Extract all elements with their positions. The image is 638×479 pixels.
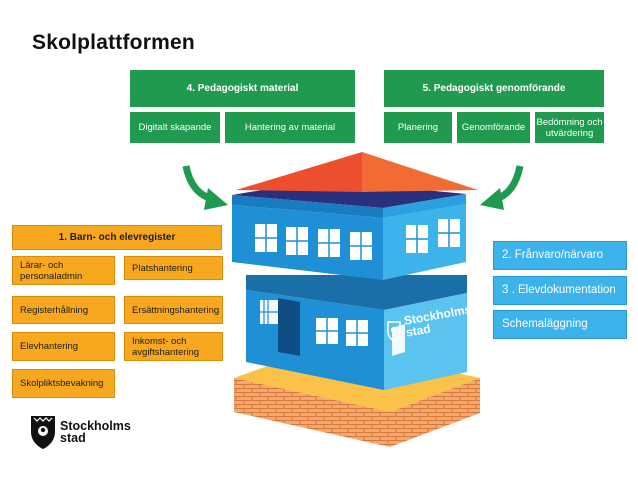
group1-item-skolplikt: Skolpliktsbevakning (12, 369, 115, 398)
group4-item-hantering: Hantering av material (224, 111, 356, 144)
page-title: Skolplattformen (32, 31, 195, 54)
group4-header: 4. Pedagogiskt material (129, 69, 356, 108)
group1-header: 1. Barn- och elevregister (12, 225, 222, 250)
ground-floor (246, 275, 467, 390)
footer-logo-line1: Stockholms (60, 419, 131, 433)
group5-item-bedomning: Bedömning och utvärdering (534, 111, 605, 144)
right-item-franvaro: 2. Frånvaro/närvaro (493, 241, 627, 270)
footer-logo-shield-icon (31, 416, 55, 449)
group1-item-registerhallning: Registerhållning (12, 296, 115, 324)
group5-item-planering: Planering (383, 111, 453, 144)
group4-item-digitalt: Digitalt skapande (129, 111, 221, 144)
group1-item-lararadmin: Lärar- och personaladmin (12, 256, 115, 285)
group5-header: 5. Pedagogiskt genomförande (383, 69, 605, 108)
right-item-elevdokumentation: 3 . Elevdokumentation (493, 276, 627, 305)
upper-floor (232, 180, 466, 280)
group5-item-genomforande: Genomförande (456, 111, 531, 144)
arrow-right-icon (480, 165, 524, 210)
group1-item-elevhantering: Elevhantering (12, 332, 115, 361)
footer-logo-line2: stad (60, 431, 86, 445)
group1-item-ersattning: Ersättningshantering (124, 296, 223, 324)
footer-logo-text: Stockholms stad (60, 419, 131, 445)
building-logo-shield-icon (387, 321, 401, 342)
group1-item-inkomst: Inkomst- och avgiftshantering (124, 332, 223, 361)
group1-item-platshantering: Platshantering (124, 256, 223, 280)
right-item-schemalaggning: Schemaläggning (493, 310, 627, 339)
roof (236, 152, 478, 192)
arrow-left-icon (182, 165, 228, 210)
